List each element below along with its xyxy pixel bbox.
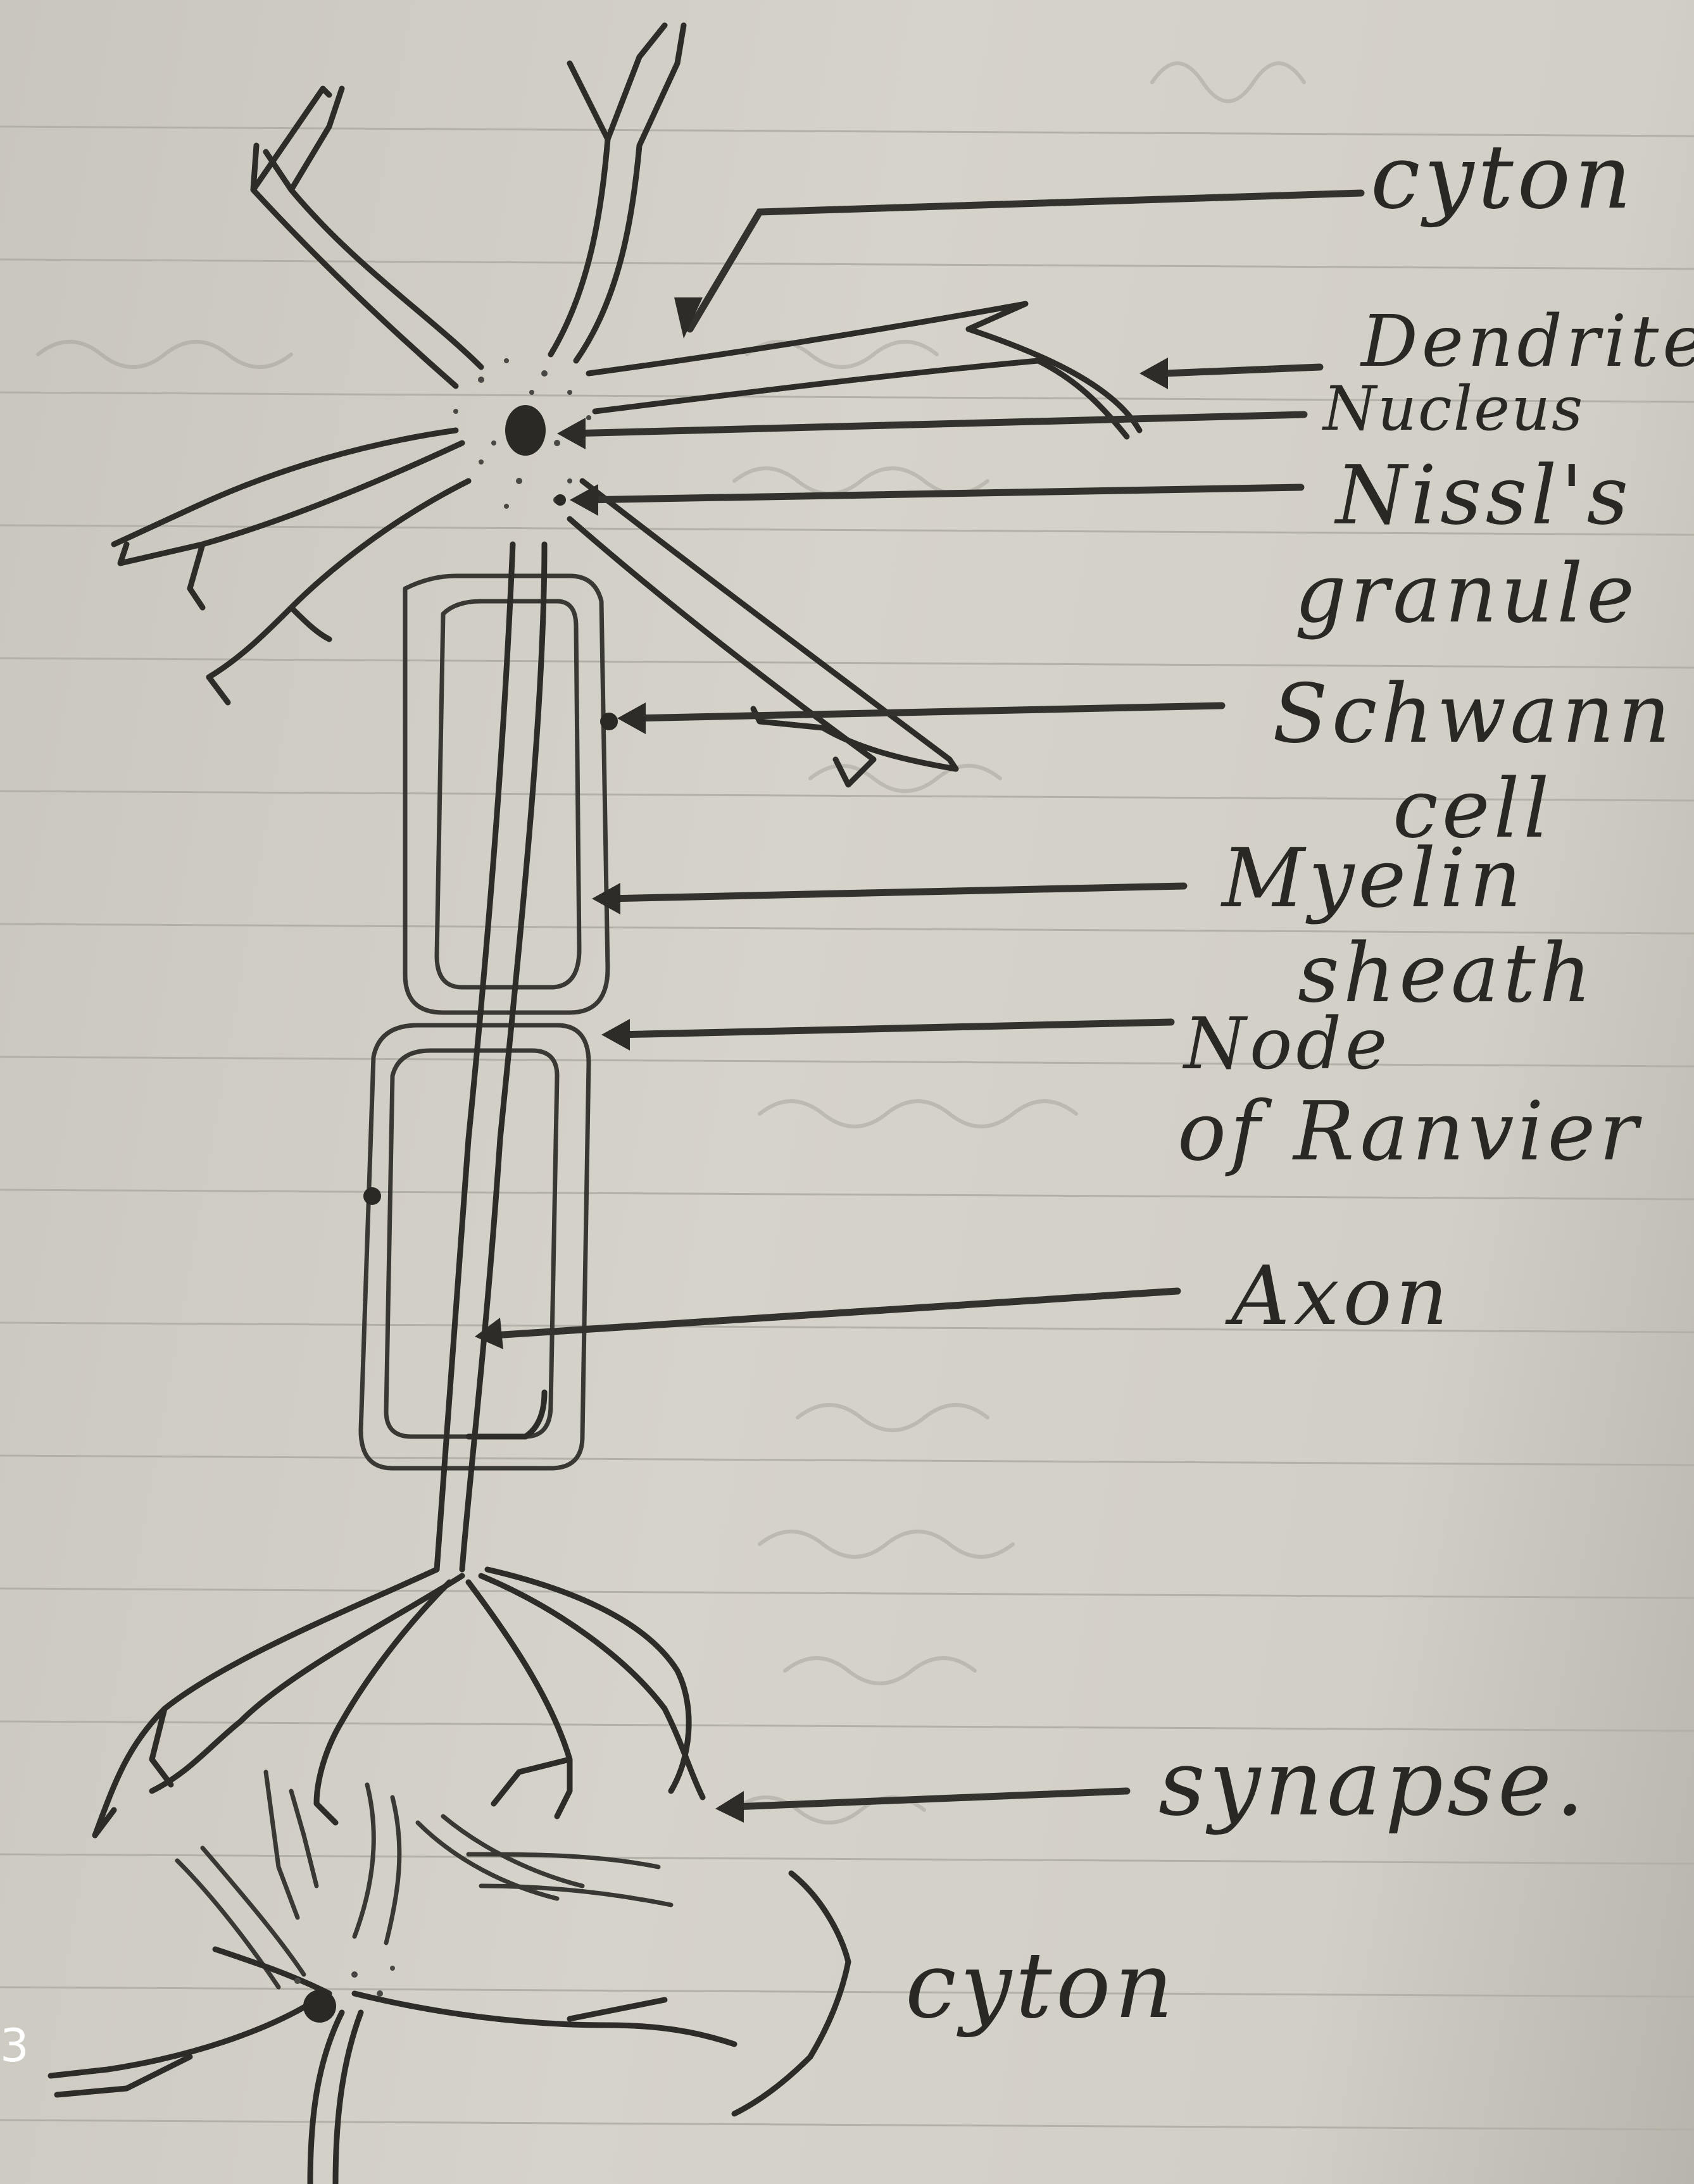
page-number: 3 [0,2019,29,2072]
label-nissls-granule: granule [1295,551,1638,638]
cyton-bracket [734,1873,848,2114]
label-node-of-ranvier: of Ranvier [1177,1089,1641,1176]
label-dendrite: Dendrite [1361,304,1694,380]
nucleus-shape [505,405,546,456]
label-axon: Axon [1231,1253,1452,1340]
nissl-granule-dot [555,494,566,506]
label-node: Node [1184,1006,1391,1083]
label-nucleus: Nucleus [1323,377,1584,442]
axon-shaft [437,544,544,1569]
label-myelin: Myelin [1222,835,1525,923]
axon-terminals [95,1569,703,1835]
label-schwann: Schwann [1272,671,1674,758]
schwann-cell-nucleus-lower [363,1187,381,1205]
label-cyton-top: cyton [1371,130,1635,225]
bleed-through-scribbles [38,63,1304,1823]
dendrites-upper [114,25,1139,785]
schwann-cell-nucleus [600,713,618,730]
label-nissls: Nissl's [1336,452,1632,540]
label-synapse: synapse. [1158,1734,1588,1833]
label-cyton-bottom: cyton [905,1937,1177,2035]
